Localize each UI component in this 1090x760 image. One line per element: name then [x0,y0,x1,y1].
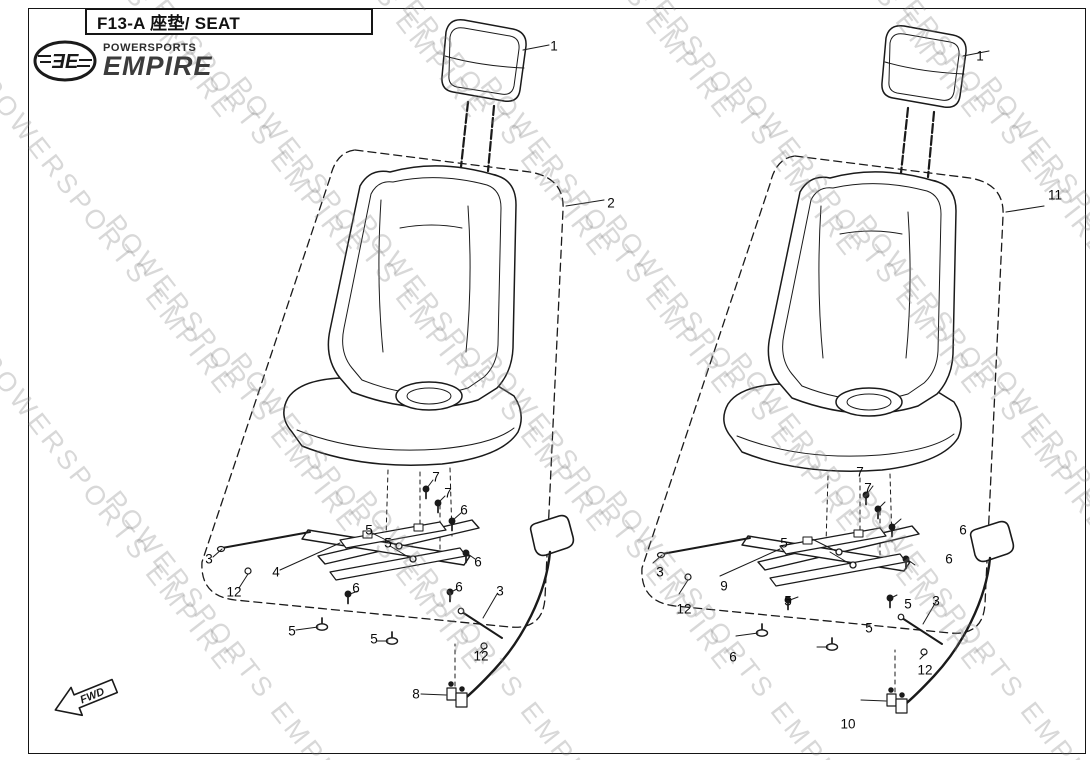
seat-assembly-right [642,26,1044,713]
brand-name-bottom: EMPIRE [103,51,213,82]
fwd-arrow: FWD [54,678,119,717]
seat-assembly-left [202,20,604,707]
brand-logo-icon: ƎE [33,40,97,82]
title-box: F13-A 座垫/ SEAT [85,8,373,35]
brand-logo: ƎE POWERSPORTS EMPIRE [32,38,213,84]
brand-name-top: POWERSPORTS [103,42,197,55]
brand-mark-text: ƎE [52,51,79,73]
page-title: F13-A 座垫/ SEAT [97,14,241,33]
